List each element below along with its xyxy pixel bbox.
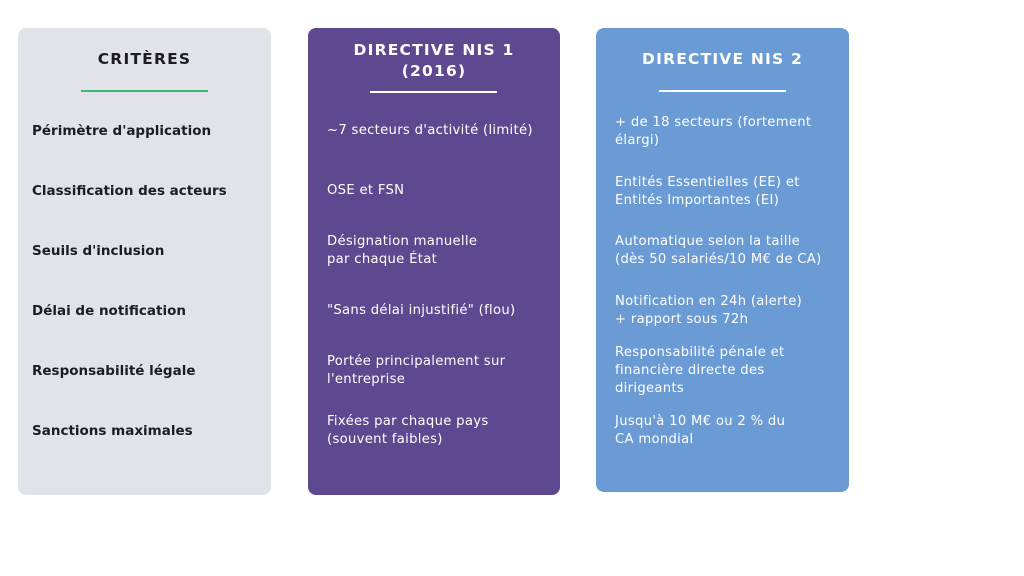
nis2-row-notification: Notification en 24h (alerte) + rapport s…	[615, 294, 803, 327]
criteria-row-notification: Délai de notification	[32, 303, 186, 319]
nis2-column: DIRECTIVE NIS 2 + de 18 secteurs (fortem…	[596, 28, 849, 492]
nis2-row-thresholds: Automatique selon la taille (dès 50 sala…	[615, 234, 822, 267]
nis1-row-classification: OSE et FSN	[327, 183, 405, 198]
nis1-row-liability: Portée principalement sur l'entreprise	[327, 354, 506, 387]
criteria-row-thresholds: Seuils d'inclusion	[32, 243, 165, 259]
criteria-row-scope: Périmètre d'application	[32, 123, 212, 139]
criteria-header: CRITÈRES	[97, 50, 192, 68]
criteria-row-classification: Classification des acteurs	[32, 183, 227, 199]
criteria-row-liability: Responsabilité légale	[32, 363, 196, 379]
nis1-header: DIRECTIVE NIS 1 (2016)	[353, 41, 515, 80]
nis2-row-classification: Entités Essentielles (EE) et Entités Imp…	[615, 175, 800, 208]
criteria-underline	[81, 90, 208, 92]
criteria-column: CRITÈRES Périmètre d'application Classif…	[18, 28, 271, 495]
nis1-row-thresholds: Désignation manuelle par chaque État	[327, 234, 478, 267]
nis1-row-notification: "Sans délai injustifié" (flou)	[327, 303, 516, 318]
nis2-header: DIRECTIVE NIS 2	[642, 50, 803, 68]
nis2-row-scope: + de 18 secteurs (fortement élargi)	[615, 115, 812, 148]
nis1-row-scope: ~7 secteurs d'activité (limité)	[327, 123, 533, 138]
nis2-row-liability: Responsabilité pénale et financière dire…	[615, 345, 785, 396]
criteria-row-sanctions: Sanctions maximales	[32, 423, 193, 439]
nis1-column: DIRECTIVE NIS 1 (2016) ~7 secteurs d'act…	[308, 28, 560, 495]
nis1-row-sanctions: Fixées par chaque pays (souvent faibles)	[327, 414, 489, 447]
nis2-underline	[659, 90, 786, 92]
nis1-underline	[370, 91, 497, 93]
nis2-row-sanctions: Jusqu'à 10 M€ ou 2 % du CA mondial	[615, 414, 786, 447]
